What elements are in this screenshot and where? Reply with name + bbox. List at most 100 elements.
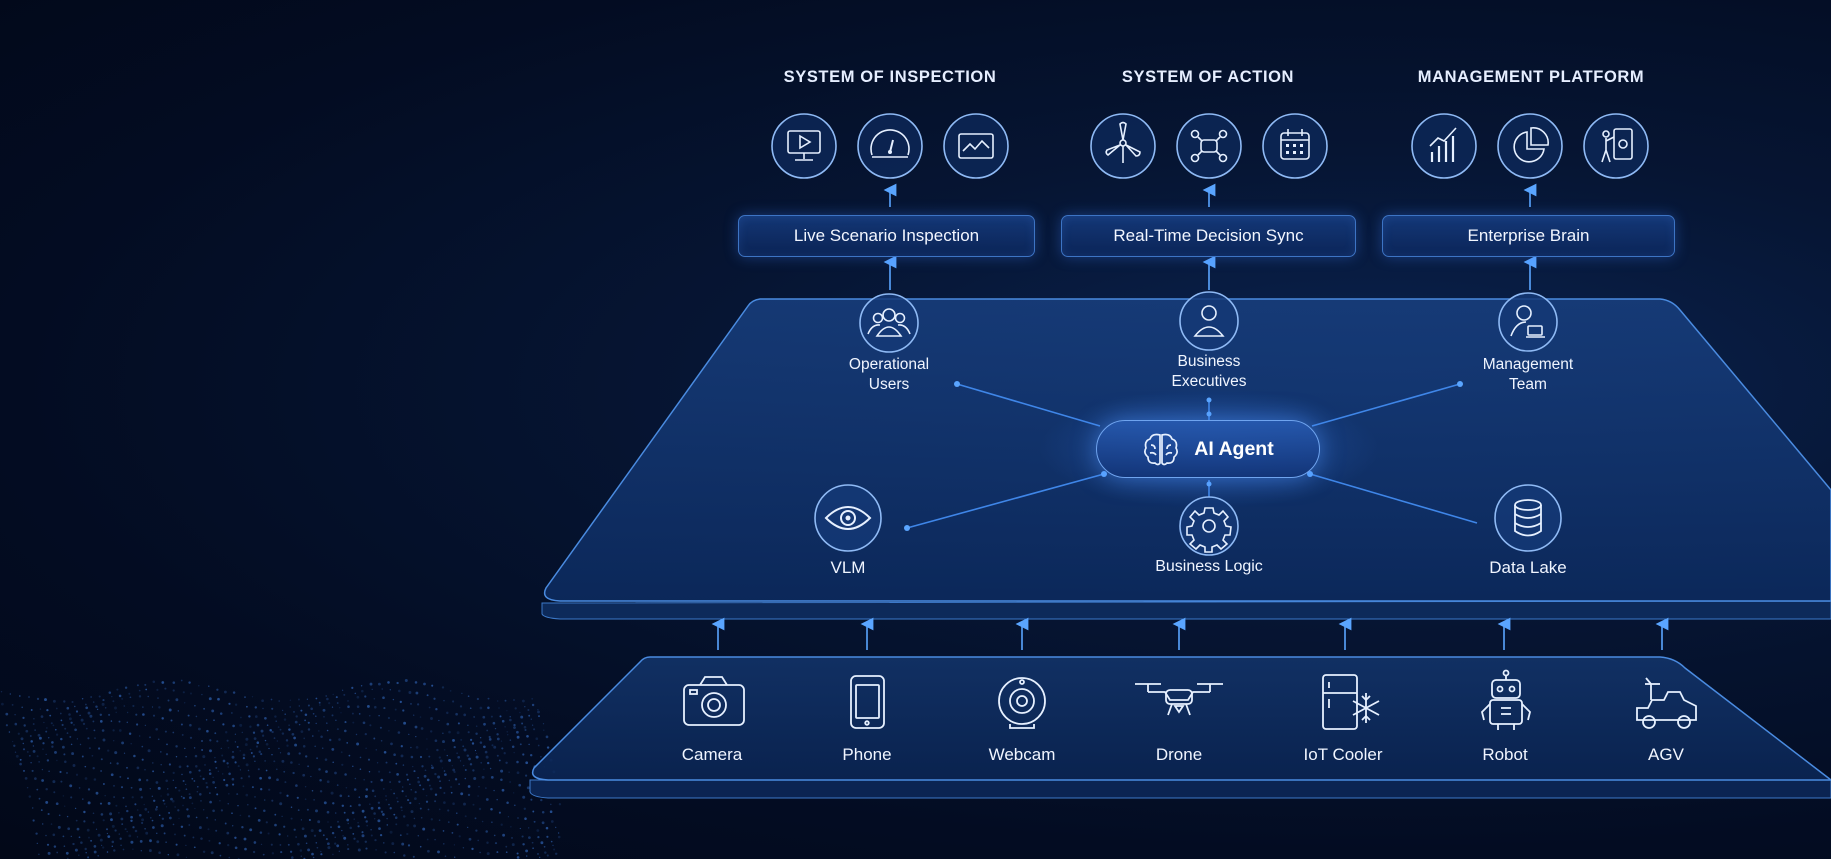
- particle-dot: [453, 770, 456, 774]
- particle-dot: [155, 806, 158, 808]
- particle-dot: [161, 681, 165, 684]
- particle-dot: [359, 768, 362, 770]
- capability-live-scenario-inspection[interactable]: Live Scenario Inspection: [738, 215, 1035, 257]
- particle-dot: [206, 816, 209, 819]
- particle-dot: [157, 738, 160, 741]
- particle-field: [0, 679, 562, 859]
- particle-dot: [525, 855, 528, 857]
- particle-dot: [231, 812, 233, 815]
- particle-dot: [147, 811, 150, 813]
- particle-dot: [361, 809, 365, 813]
- particle-dot: [326, 810, 330, 814]
- particle-dot: [8, 731, 11, 733]
- ai-agent-label: AI Agent: [1194, 437, 1274, 460]
- particle-dot: [283, 770, 286, 773]
- particle-dot: [386, 824, 389, 826]
- particle-dot: [188, 796, 192, 800]
- particle-dot: [34, 777, 37, 780]
- particle-dot: [55, 707, 58, 710]
- particle-dot: [500, 778, 503, 782]
- particle-dot: [461, 692, 463, 695]
- particle-dot: [312, 856, 315, 859]
- particle-dot: [540, 755, 542, 758]
- capability-enterprise-brain[interactable]: Enterprise Brain: [1382, 215, 1675, 257]
- particle-dot: [212, 809, 215, 813]
- particle-dot: [478, 807, 482, 811]
- particle-dot: [434, 772, 437, 776]
- particle-dot: [343, 729, 347, 733]
- particle-dot: [292, 771, 295, 775]
- particle-dot: [389, 830, 393, 834]
- particle-dot: [475, 752, 478, 755]
- ai-agent-node[interactable]: AI Agent: [1096, 420, 1320, 478]
- particle-dot: [29, 735, 32, 737]
- particle-dot: [376, 762, 379, 764]
- particle-dot: [419, 784, 422, 787]
- particle-dot: [182, 780, 185, 782]
- particle-dot: [504, 699, 507, 702]
- device-label-robot: Robot: [1482, 745, 1528, 764]
- particle-dot: [45, 834, 47, 837]
- particle-dot: [247, 769, 250, 772]
- particle-dot: [220, 747, 222, 750]
- particle-dot: [208, 769, 211, 771]
- particle-dot: [472, 803, 475, 806]
- particle-dot: [310, 775, 312, 778]
- particle-dot: [48, 770, 50, 772]
- particle-dot: [415, 691, 419, 695]
- particle-dot: [129, 696, 132, 699]
- particle-dot: [276, 768, 278, 771]
- particle-dot: [30, 709, 33, 711]
- particle-dot: [399, 700, 402, 704]
- particle-dot: [436, 748, 439, 752]
- particle-dot: [347, 700, 349, 702]
- particle-dot: [288, 724, 290, 726]
- particle-dot: [291, 856, 294, 859]
- particle-dot: [128, 692, 131, 695]
- particle-dot: [206, 786, 209, 789]
- particle-dot: [525, 761, 529, 765]
- particle-dot: [415, 735, 417, 738]
- particle-dot: [325, 695, 328, 697]
- particle-dot: [158, 814, 161, 817]
- particle-dot: [365, 747, 367, 749]
- particle-dot: [185, 844, 187, 847]
- particle-dot: [38, 761, 40, 763]
- particle-dot: [160, 795, 162, 797]
- particle-dot: [161, 817, 165, 820]
- particle-dot: [276, 778, 279, 782]
- particle-dot: [182, 804, 184, 807]
- particle-dot: [140, 850, 142, 852]
- particle-dot: [413, 824, 417, 828]
- particle-dot: [180, 795, 183, 798]
- particle-dot: [314, 745, 317, 748]
- particle-dot: [494, 842, 498, 845]
- particle-dot: [493, 834, 496, 837]
- particle-dot: [521, 722, 524, 725]
- particle-dot: [298, 763, 300, 766]
- particle-dot: [104, 707, 107, 709]
- particle-dot: [251, 786, 254, 789]
- particle-dot: [42, 742, 45, 745]
- particle-dot: [412, 855, 415, 858]
- particle-dot: [273, 760, 276, 763]
- particle-dot: [82, 722, 86, 726]
- particle-dot: [254, 807, 257, 810]
- particle-dot: [385, 761, 388, 764]
- particle-dot: [426, 838, 429, 841]
- particle-dot: [207, 828, 210, 831]
- capability-real-time-decision-sync[interactable]: Real-Time Decision Sync: [1061, 215, 1356, 257]
- particle-dot: [506, 801, 509, 805]
- particle-dot: [278, 700, 281, 702]
- particle-dot: [313, 834, 317, 837]
- particle-dot: [456, 731, 460, 735]
- particle-dot: [209, 739, 212, 742]
- particle-dot: [302, 745, 306, 748]
- particle-dot: [347, 795, 350, 797]
- particle-dot: [356, 705, 360, 708]
- particle-dot: [133, 754, 136, 758]
- particle-dot: [369, 715, 371, 717]
- particle-dot: [367, 758, 371, 761]
- role-line-2: Executives: [1171, 373, 1247, 390]
- particle-dot: [467, 826, 469, 829]
